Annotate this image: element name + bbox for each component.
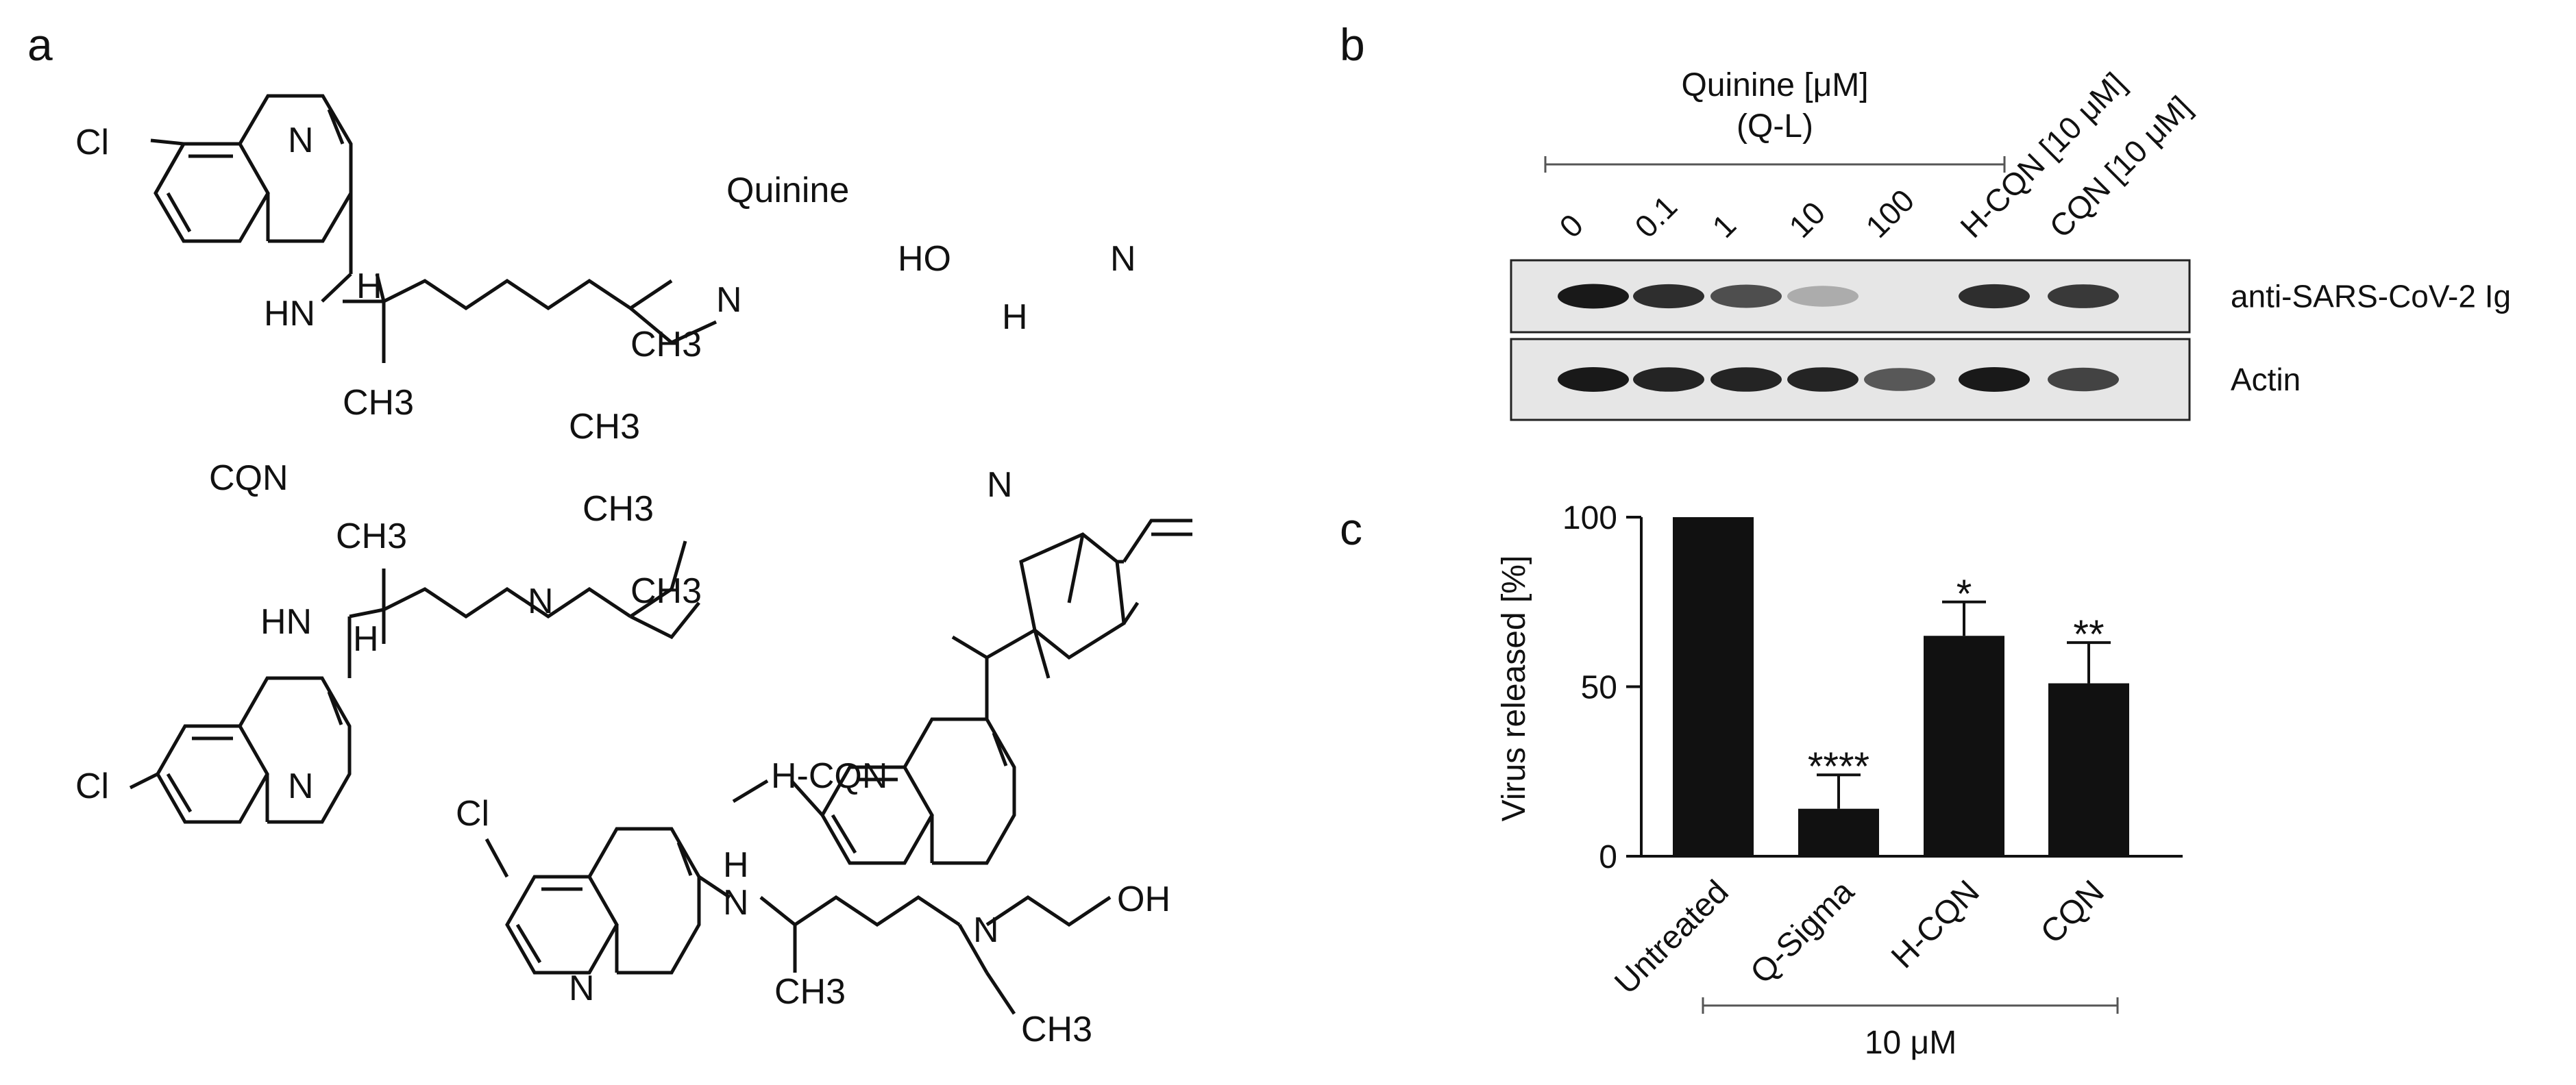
blot-band <box>2048 367 2119 392</box>
bar <box>2048 683 2129 856</box>
blot-band <box>1633 367 1704 392</box>
lane-label: 0 <box>1552 207 1590 245</box>
x-tick-label: Q-Sigma <box>1743 873 1861 991</box>
blot-header-line2: (Q-L) <box>1737 108 1813 145</box>
chemical-structures <box>129 94 1192 1015</box>
blot-label: anti-SARS-CoV-2 Ig <box>2231 279 2511 314</box>
blot-band <box>1864 368 1935 391</box>
structure-title-cqn: CQN <box>209 458 289 498</box>
x-tick-label: Untreated <box>1608 873 1736 1001</box>
atom-label: H <box>723 845 749 885</box>
lane-label: 100 <box>1859 182 1921 245</box>
atom-label: HN <box>264 294 315 334</box>
atom-label: Cl <box>456 794 489 834</box>
lane-label: 1 <box>1705 207 1743 245</box>
panel-label-a: a <box>27 19 53 70</box>
atom-label: CH3 <box>1021 1010 1092 1049</box>
x-tick-label: H-CQN <box>1885 873 1987 975</box>
blot-band <box>1959 367 2030 392</box>
atom-label: CH3 <box>343 383 414 423</box>
structure-title-hcqn: H-CQN <box>771 756 887 796</box>
dose-bracket-label: 10 μM <box>1865 1025 1956 1061</box>
dose-bracket <box>1702 997 2119 1014</box>
structure-title-quinine: Quinine <box>726 171 849 210</box>
y-axis-label: Virus released [%] <box>1496 556 1532 822</box>
significance-label: * <box>1956 572 1972 616</box>
atom-label: Cl <box>75 766 109 806</box>
blot-band <box>2048 284 2119 308</box>
blot-band <box>1710 367 1782 392</box>
lane-label: 0.1 <box>1628 188 1684 245</box>
atom-label: H <box>353 619 379 659</box>
atom-label: CH3 <box>630 571 702 611</box>
atom-label: N <box>569 969 595 1008</box>
atom-label: N <box>288 766 314 806</box>
blot-band <box>1959 284 2030 309</box>
bar <box>1673 517 1754 856</box>
lane-label: 10 <box>1782 195 1832 245</box>
atom-label: CH3 <box>582 489 654 529</box>
structure-quinine <box>732 519 1192 865</box>
atom-label: HN <box>260 602 312 642</box>
atom-label: CH3 <box>336 516 407 556</box>
atom-label: N <box>288 121 314 160</box>
lane-label: H-CQN [10 μM] <box>1953 66 2133 245</box>
y-tick-label: 100 <box>1562 500 1617 536</box>
atom-label: HO <box>898 239 951 279</box>
blot-label: Actin <box>2231 362 2301 397</box>
blot-band <box>1710 284 1782 308</box>
atom-label: OH <box>1117 880 1170 919</box>
atom-label: CH3 <box>774 972 846 1012</box>
panel-label-c: c <box>1340 503 1362 554</box>
bar <box>1798 808 1879 856</box>
blot-band <box>1633 284 1704 309</box>
atom-label: N <box>973 910 999 950</box>
atom-label: H <box>1002 297 1028 337</box>
atom-label: Cl <box>75 123 109 162</box>
structure-atom-labels: Cl N HN H CH3 N CH3 CH3 Quinine HO N H N… <box>75 121 1170 1049</box>
atom-label: N <box>716 280 742 320</box>
bar <box>1924 636 2004 856</box>
panel-label-b: b <box>1340 19 1365 70</box>
atom-label: CH3 <box>630 325 702 364</box>
atom-label: N <box>528 582 554 621</box>
atom-label: H <box>356 266 382 306</box>
quinine-range-bracket <box>1544 156 2006 173</box>
x-tick-label: CQN <box>2034 873 2111 951</box>
significance-label: **** <box>1808 745 1869 789</box>
blot-header-line1: Quinine [μM] <box>1681 67 1868 103</box>
structure-cqn <box>129 540 700 824</box>
atom-label: CH3 <box>569 407 640 447</box>
structure-hcqn <box>484 827 1112 1015</box>
western-blot-panel: Quinine [μM] (Q-L) 0 0.1 1 10 100 H-CQN [10 μ… <box>1510 66 2511 421</box>
atom-label: N <box>987 465 1013 505</box>
y-tick-label: 0 <box>1599 839 1617 875</box>
chart-bars: ******* <box>1673 517 2129 856</box>
blot-band <box>1787 286 1859 307</box>
blot-band <box>1787 367 1859 392</box>
blot-strips: anti-SARS-CoV-2 Ig Actin <box>1510 259 2511 421</box>
y-tick-label: 50 <box>1581 670 1617 706</box>
structure-1 <box>150 94 717 363</box>
significance-label: ** <box>2073 612 2104 657</box>
atom-label: N <box>723 883 749 923</box>
blot-band <box>1558 367 1629 392</box>
blot-band <box>1558 284 1629 309</box>
atom-label: N <box>1110 239 1136 279</box>
